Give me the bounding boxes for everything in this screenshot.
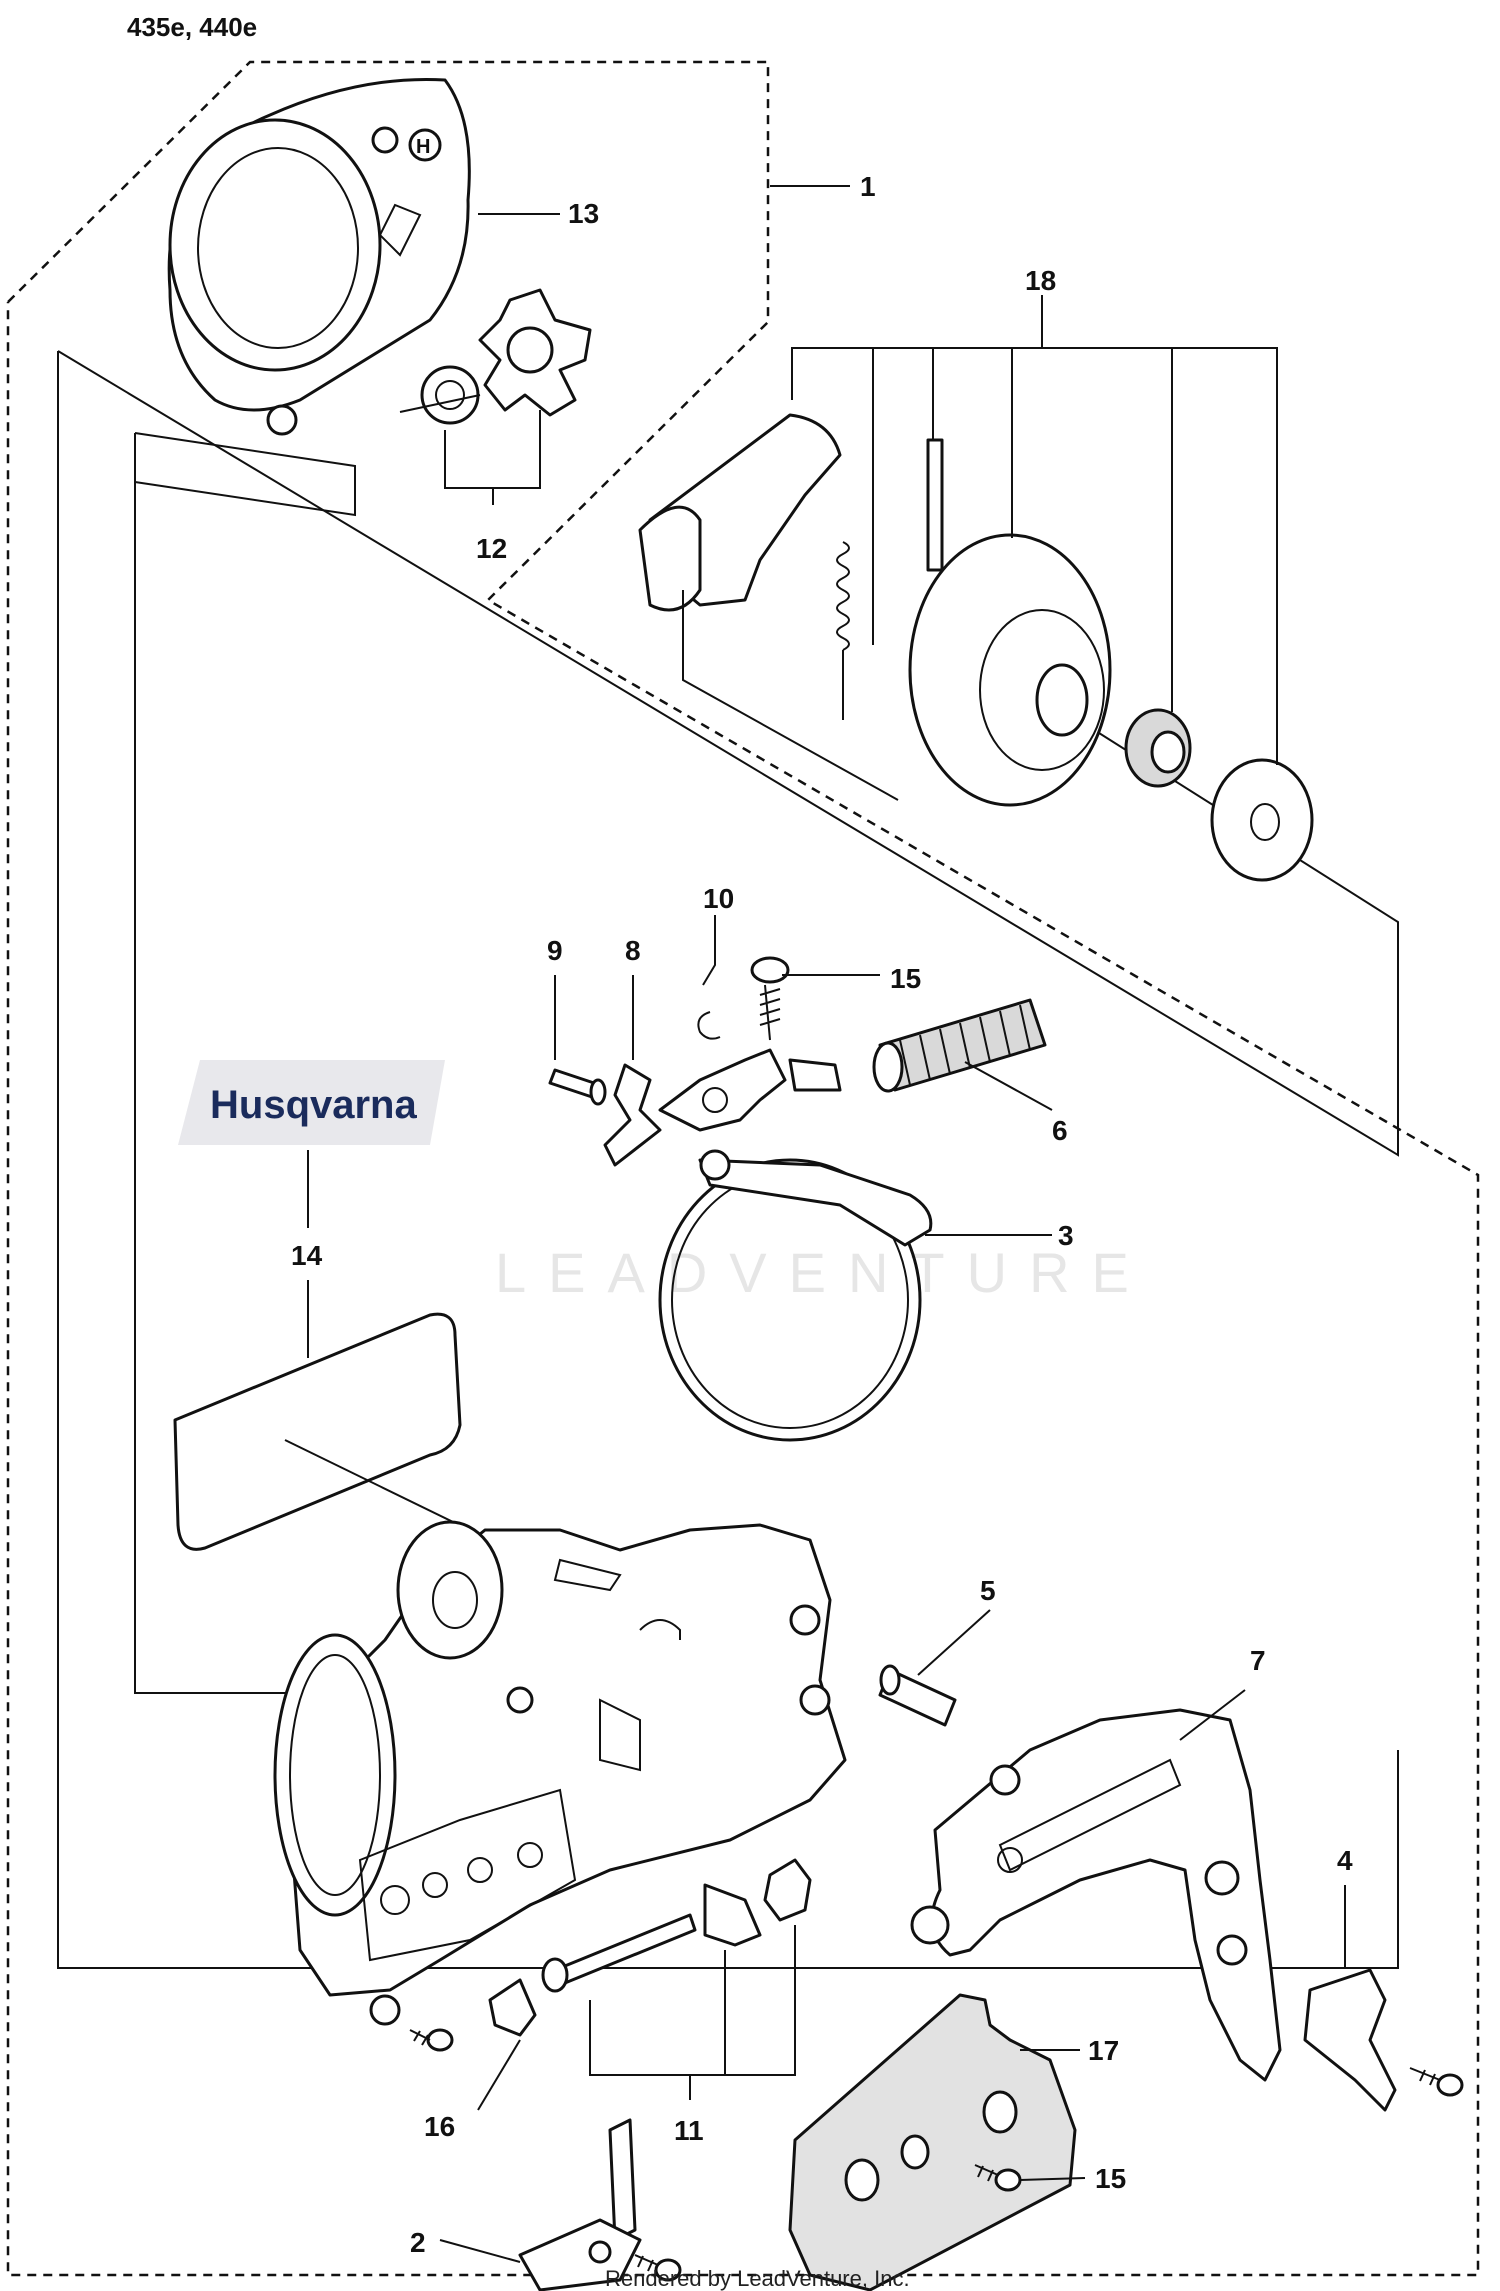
husqvarna-logo-icon: H	[408, 128, 442, 162]
small-pinion	[420, 365, 480, 425]
chain-stop-bracket	[518, 2118, 642, 2291]
brake-drum	[908, 533, 1112, 807]
model-title: 435e, 440e	[127, 12, 257, 42]
leader-18	[791, 347, 1278, 765]
brake-band	[658, 1149, 933, 1442]
screw-left	[409, 2028, 454, 2052]
star-gear	[478, 288, 592, 417]
pin	[926, 438, 944, 572]
decal-sticker	[173, 1312, 462, 1551]
clutch-housing	[273, 1520, 847, 2026]
washer	[1210, 758, 1314, 882]
callout-18: 18	[1025, 265, 1056, 296]
sleeve	[878, 1664, 957, 1727]
housing-frame-outline	[57, 351, 1399, 1969]
assembly-1-outline	[6, 60, 1480, 2277]
cover-plate	[788, 1993, 1077, 2291]
brake-lever	[603, 1063, 662, 1167]
callout-2: 2	[410, 2227, 426, 2258]
screw-right	[1409, 2067, 1464, 2097]
stud-pin	[548, 1068, 607, 1106]
callout-5: 5	[980, 1575, 996, 1606]
callout-11: 11	[674, 2115, 704, 2146]
needle-bearing	[1124, 708, 1192, 788]
callout-7: 7	[1250, 1645, 1266, 1676]
screw-bottom	[634, 2254, 682, 2282]
callout-14: 14	[291, 1240, 323, 1271]
callout-4: 4	[1337, 1845, 1353, 1876]
husqvarna-badge: Husqvarna	[178, 1060, 445, 1145]
brake-handle	[638, 413, 842, 612]
callout-10: 10	[703, 883, 734, 914]
return-spring	[836, 541, 850, 720]
callout-13: 13	[568, 198, 599, 229]
husqvarna-badge-text: Husqvarna	[210, 1083, 417, 1127]
callout-15-top: 15	[890, 963, 921, 994]
linkage	[658, 1048, 842, 1132]
spacer-block	[488, 1978, 537, 2037]
callout-8: 8	[625, 935, 641, 966]
callout-12: 12	[476, 533, 507, 564]
screw-top	[750, 956, 790, 1041]
adjuster-gear	[763, 1858, 812, 1922]
callout-9: 9	[547, 935, 563, 966]
footer-credit: Rendered by LeadVenture, Inc.	[605, 2266, 910, 2291]
callout-15-bottom: 15	[1095, 2163, 1126, 2194]
tension-nut	[703, 1883, 762, 1947]
svg-text:H: H	[416, 136, 430, 158]
tension-screw	[541, 1913, 697, 1993]
compression-spring	[872, 998, 1047, 1093]
callout-16: 16	[424, 2111, 455, 2142]
watermark: LEADVENTURE	[495, 1241, 1151, 1304]
chain-catcher	[1303, 1968, 1397, 2112]
leader-11	[589, 1925, 796, 2076]
circlip	[697, 1011, 721, 1040]
callout-3: 3	[1058, 1220, 1074, 1251]
callout-1: 1	[860, 171, 876, 202]
callout-17: 17	[1088, 2035, 1119, 2066]
clutch-cover: H	[167, 77, 471, 436]
side-cover	[910, 1708, 1282, 2082]
callout-6: 6	[1052, 1115, 1068, 1146]
decal-frame-outline	[134, 432, 356, 517]
housing-frame-outline-2	[134, 433, 350, 1694]
